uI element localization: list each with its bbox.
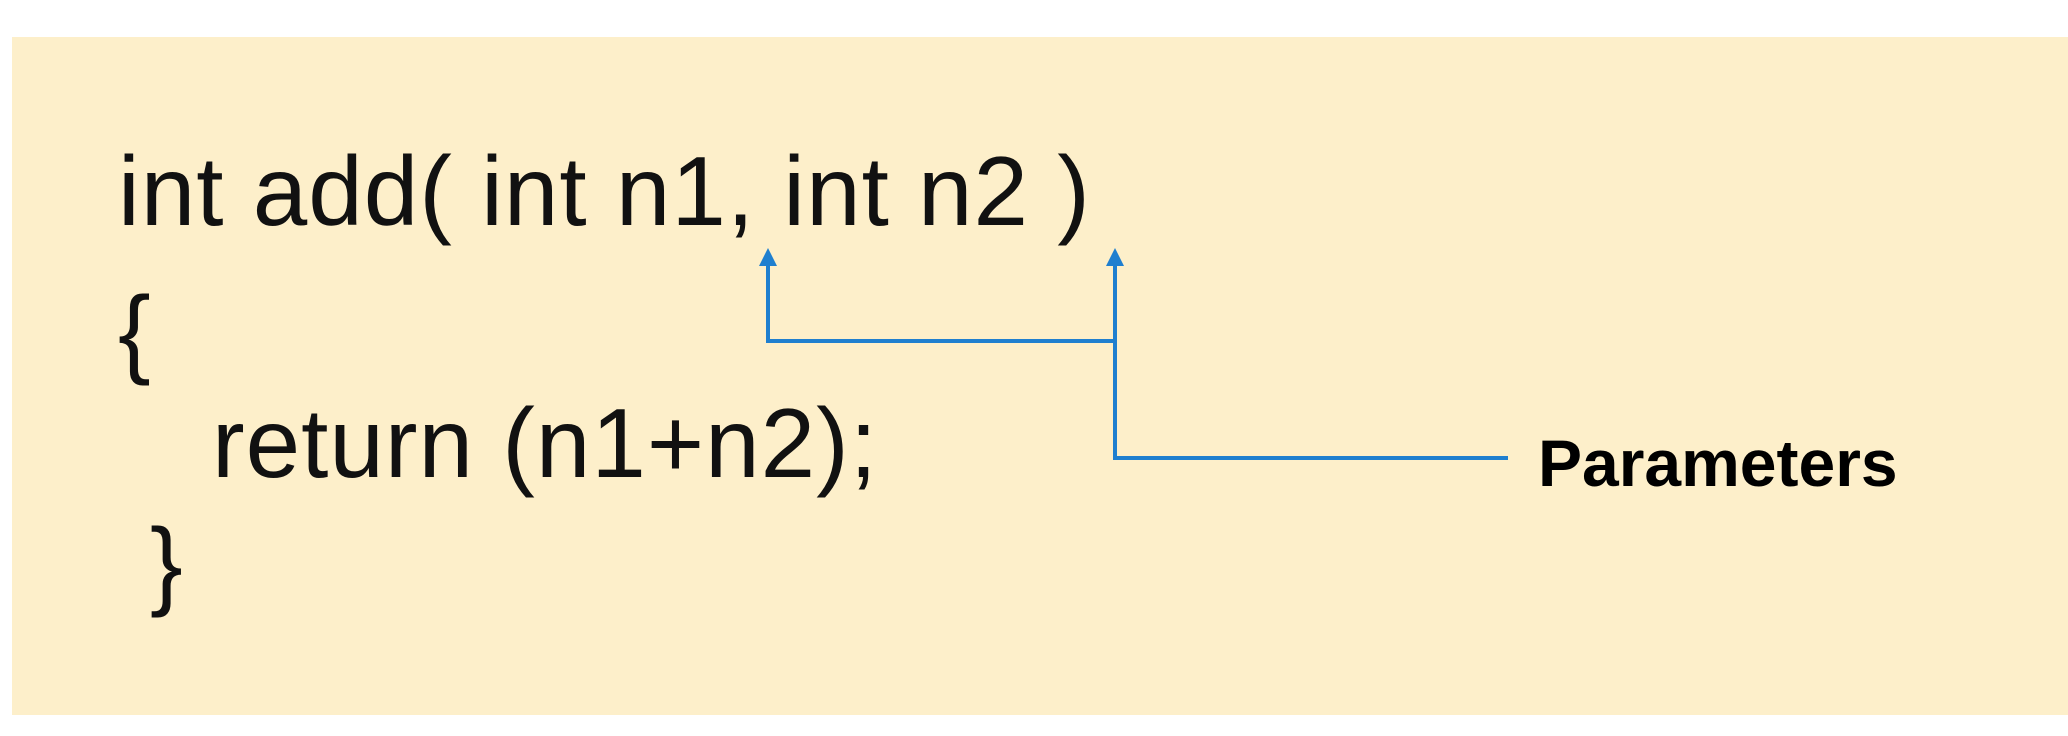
connector-n2-line	[1113, 262, 1508, 460]
diagram-panel	[12, 37, 2068, 715]
arrowhead-n2-icon	[1106, 248, 1124, 266]
code-open-brace: {	[118, 276, 152, 386]
code-return-line: return (n1+n2);	[212, 388, 878, 498]
parameters-label: Parameters	[1538, 426, 1898, 500]
code-close-brace: }	[150, 508, 184, 618]
connector-n1-line	[766, 262, 1115, 343]
arrowhead-n1-icon	[759, 248, 777, 266]
code-signature-line: int add( int n1, int n2 )	[118, 136, 1091, 246]
